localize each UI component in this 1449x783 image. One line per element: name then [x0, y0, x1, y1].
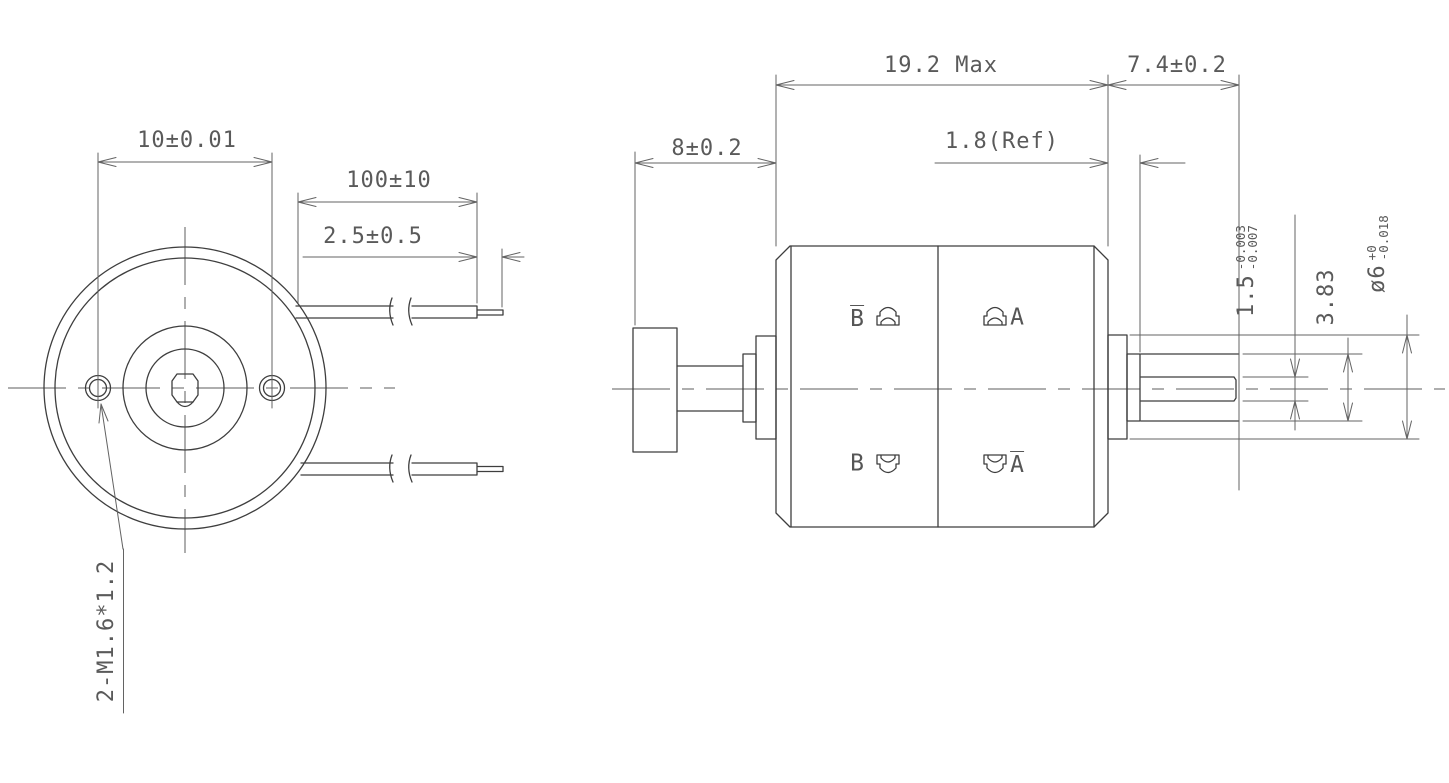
strip-length-dimension-lines: [302, 248, 525, 308]
rear-step2-outline: [755, 335, 777, 440]
rear-length-arrows: [634, 158, 777, 168]
shaft-end-profile: [171, 373, 199, 403]
rear-length-dimension-lines: [634, 151, 777, 326]
terminal-lug-icon-bottom-right: [983, 454, 1007, 474]
terminal-lug-icon-top-right: [983, 306, 1007, 326]
shaft-length-dimension-text: 7.4±0.2: [1127, 53, 1227, 78]
terminal-lug-icon-top-left: [876, 306, 900, 326]
rear-knob-circle: [122, 325, 248, 451]
rear-length-dimension-text: 8±0.2: [671, 136, 743, 161]
terminal-label-b-bar: B: [850, 305, 864, 332]
shaft-length-dimension-lines: [1107, 74, 1240, 491]
hole-spacing-arrows: [97, 157, 273, 167]
shaft-flat-lines: [1140, 376, 1237, 402]
front-boss-outline: [1107, 334, 1128, 440]
boss-diameter-dimension-text: ø6 +0 -0.018: [1364, 215, 1391, 293]
rear-recess-circle: [145, 348, 225, 428]
output-shaft-lines: [1140, 353, 1240, 422]
lower-wire-break-marks: [389, 454, 413, 483]
shaft-length-arrows: [1107, 80, 1240, 90]
motor-inner-rim-circle: [54, 257, 316, 519]
boss-diameter-tolerance-stack: +0 -0.018: [1364, 215, 1391, 261]
hole-spacing-dimension-lines: [97, 152, 273, 409]
body-length-dimension-lines: [775, 74, 1109, 247]
boss-diameter-tolerance-lower: -0.018: [1376, 215, 1391, 261]
rear-knob-outline: [632, 327, 678, 453]
terminal-label-b: B: [850, 450, 864, 477]
boss-diameter-arrows: [1402, 334, 1412, 440]
lead-length-arrows: [297, 197, 478, 207]
lower-lead-wire: [300, 462, 504, 476]
strip-length-dimension-text: 2.5±0.5: [323, 224, 423, 249]
boss-ref-dimension-lines: [934, 154, 1186, 353]
tapped-hole-leader-line: [100, 403, 124, 714]
front-view-drawing: [8, 152, 525, 714]
lead-length-dimension-lines: [297, 192, 478, 304]
lead-wires: [295, 297, 504, 483]
body-chamfer-tangent-lines: [790, 245, 1095, 528]
side-view-drawing: [612, 74, 1445, 528]
flat-width-tolerance-stack: -0.003 -0.007: [1233, 225, 1260, 271]
boss-ref-arrows: [1089, 158, 1159, 168]
motor-body-outline: [775, 245, 1109, 528]
upper-wire-break-marks: [389, 297, 413, 326]
flat-width-arrows: [1290, 358, 1300, 420]
flat-width-dimension-text: 1.5 -0.003 -0.007: [1233, 225, 1260, 317]
right-extension-lines: [1129, 334, 1420, 440]
rear-step1-outline: [742, 353, 757, 423]
upper-lead-wire: [295, 305, 504, 319]
terminal-icons: [876, 306, 1007, 474]
hole-spacing-dimension-text: 10±0.01: [137, 128, 237, 153]
shaft-diameter-dimension-text: 3.83: [1314, 268, 1339, 326]
flat-width-value: 1.5: [1234, 274, 1259, 317]
lead-length-dimension-text: 100±10: [346, 168, 432, 193]
tapped-hole-leader-arrow: [98, 403, 109, 424]
rear-shaft-lines: [676, 365, 744, 412]
body-length-dimension-text: 19.2 Max: [884, 53, 998, 78]
shaft-end-notch: [176, 401, 194, 408]
front-bushing-outline: [1126, 353, 1141, 422]
terminal-label-a: A: [1010, 304, 1024, 331]
boss-ref-dimension-text: 1.8(Ref): [945, 129, 1059, 154]
flat-width-tolerance-lower: -0.007: [1245, 225, 1260, 271]
motor-outer-circle: [43, 246, 327, 530]
body-length-arrows: [775, 80, 1109, 90]
tapped-hole-note-text: 2-M1.6*1.2: [94, 559, 119, 703]
strip-length-arrows: [458, 252, 521, 262]
boss-diameter-value: ø6: [1365, 264, 1390, 293]
terminal-label-a-bar: A: [1010, 451, 1024, 478]
terminal-lug-icon-bottom-left: [876, 454, 900, 474]
shaft-diameter-arrows: [1343, 353, 1353, 422]
